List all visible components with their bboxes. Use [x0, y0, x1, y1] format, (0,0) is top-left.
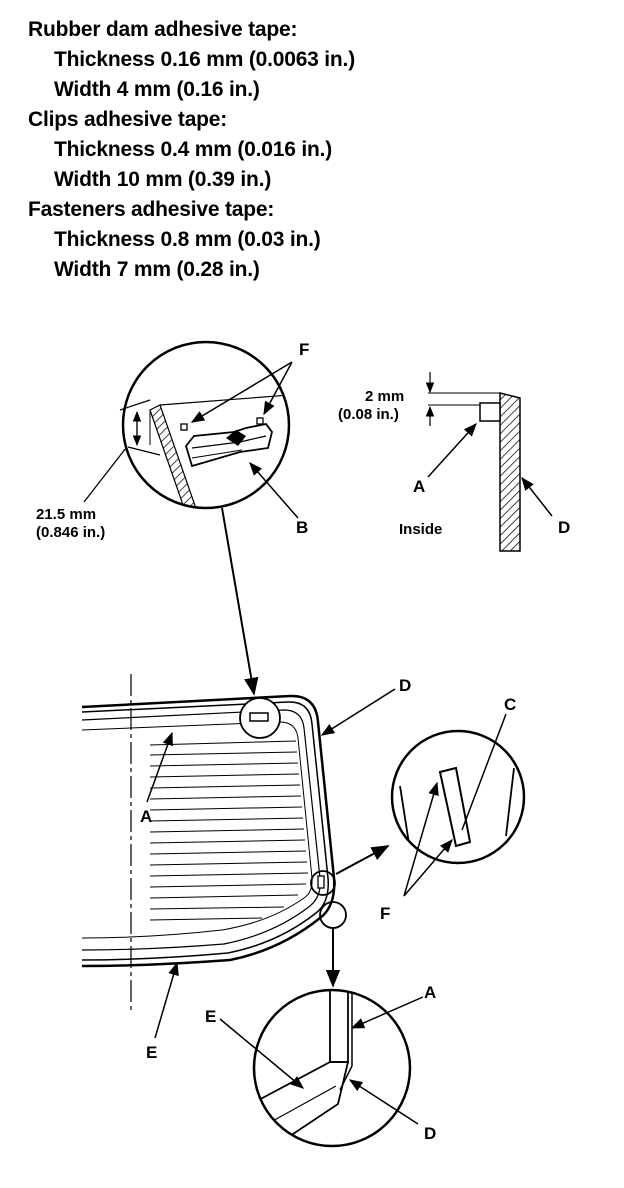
- dim-large-mm: 21.5 mm: [36, 506, 96, 523]
- rubber-dam-heading: Rubber dam adhesive tape:: [28, 18, 298, 41]
- clips-heading: Clips adhesive tape:: [28, 108, 228, 131]
- clip-c-detail-circle: [390, 713, 526, 865]
- label-f-right: F: [380, 904, 390, 923]
- fasteners-heading: Fasteners adhesive tape:: [28, 198, 275, 221]
- clips-width: Width 10 mm (0.39 in.): [54, 168, 272, 191]
- label-c: C: [504, 695, 516, 714]
- clip-part-b: [185, 423, 273, 468]
- label-a-windshield: A: [140, 807, 152, 826]
- bottom-detail-circle: [252, 988, 412, 1148]
- fastener-f-2: [256, 417, 264, 425]
- detail-marker-clip: [310, 870, 336, 896]
- fasteners-width: Width 7 mm (0.28 in.): [54, 258, 260, 281]
- fastener-f-1: [180, 423, 188, 431]
- dim-large-in: (0.846 in.): [36, 524, 105, 541]
- rubber-dam-width: Width 4 mm (0.16 in.): [54, 78, 260, 101]
- label-d-bottom: D: [424, 1124, 436, 1143]
- label-e-bottom: E: [205, 1007, 216, 1026]
- label-e-windshield: E: [146, 1043, 157, 1062]
- label-a-bottom: A: [424, 983, 436, 1002]
- inside-label: Inside: [399, 521, 442, 538]
- label-d-windshield: D: [399, 676, 411, 695]
- label-d-section: D: [558, 518, 570, 537]
- rubber-dam-thickness: Thickness 0.16 mm (0.0063 in.): [54, 48, 355, 71]
- clip-detail-circle: [121, 340, 291, 510]
- dim-small-mm: 2 mm: [365, 388, 404, 405]
- dim-small-in: (0.08 in.): [338, 406, 399, 423]
- label-b: B: [296, 518, 308, 537]
- clip-part-c: [438, 766, 472, 848]
- label-a-section: A: [413, 477, 425, 496]
- windshield: [81, 674, 347, 1012]
- fasteners-thickness: Thickness 0.8 mm (0.03 in.): [54, 228, 321, 251]
- spec-list: Rubber dam adhesive tape: Thickness 0.16…: [0, 0, 624, 300]
- rubber-dam-a: [479, 402, 501, 422]
- label-f-top: F: [299, 340, 309, 359]
- defogger-lines: [149, 740, 309, 921]
- clips-thickness: Thickness 0.4 mm (0.016 in.): [54, 138, 333, 161]
- cross-section-detail: [425, 372, 553, 552]
